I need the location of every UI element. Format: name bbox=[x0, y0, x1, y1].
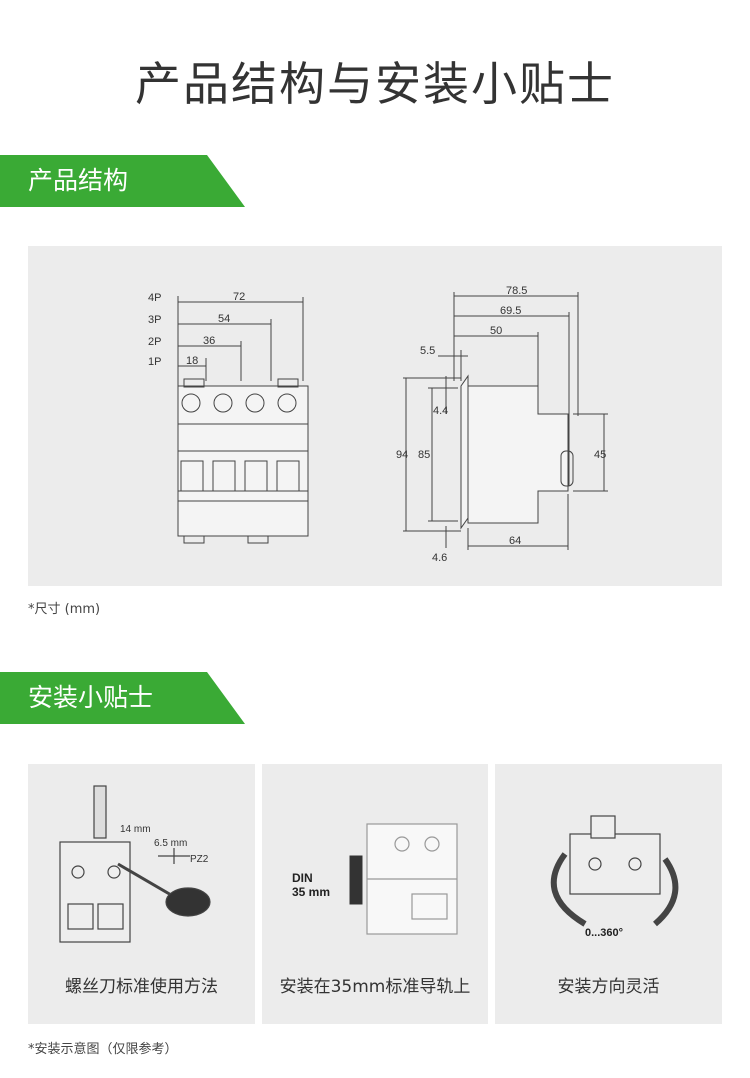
tip1-caption: 螺丝刀标准使用方法 bbox=[65, 977, 218, 997]
rotation-illustration: 0...360° bbox=[550, 815, 679, 939]
screwdriver-illustration: 14 mm 6.5 mm PZ2 bbox=[59, 785, 211, 943]
tip-card-screwdriver: 14 mm 6.5 mm PZ2 螺丝刀标准使用方法 bbox=[28, 764, 255, 1024]
dim-height-94: 94 bbox=[396, 449, 408, 461]
dim-offset-44: 4.4 bbox=[433, 405, 448, 417]
dim-height-85: 85 bbox=[418, 449, 430, 461]
dim-depth-785: 78.5 bbox=[506, 285, 527, 297]
dim-depth-50: 50 bbox=[490, 325, 502, 337]
dim-depth-64: 64 bbox=[509, 535, 521, 547]
tip2-caption: 安装在35mm标准导轨上 bbox=[279, 977, 471, 997]
dim-height-45: 45 bbox=[594, 449, 606, 461]
tip1-label-14mm: 14 mm bbox=[120, 824, 151, 835]
pole-label-4p: 4P bbox=[148, 292, 161, 304]
tip2-label-35mm: 35 mm bbox=[292, 885, 330, 899]
pole-label-1p: 1P bbox=[148, 356, 161, 368]
tip1-label-65mm: 6.5 mm bbox=[154, 838, 187, 849]
pole-label-2p: 2P bbox=[148, 336, 161, 348]
section-banner-install: 安装小贴士 bbox=[0, 672, 245, 724]
tip-card-din-rail: DIN 35 mm 安装在35mm标准导轨上 bbox=[262, 764, 488, 1024]
dimension-note: *尺寸 (mm) bbox=[28, 602, 101, 617]
tip3-caption: 安装方向灵活 bbox=[557, 977, 660, 997]
dimension-drawing: 4P 3P 2P 1P 72 54 36 18 78.5 69.5 50 5.5… bbox=[148, 285, 608, 564]
dim-width-3p: 54 bbox=[218, 313, 230, 325]
dim-width-1p: 18 bbox=[186, 355, 198, 367]
dim-width-4p: 72 bbox=[233, 291, 245, 303]
dim-depth-695: 69.5 bbox=[500, 305, 521, 317]
din-rail-illustration: DIN 35 mm bbox=[292, 823, 458, 935]
tip2-label-din: DIN bbox=[292, 871, 313, 885]
tip-card-rotation: 0...360° 安装方向灵活 bbox=[495, 764, 722, 1024]
pole-label-3p: 3P bbox=[148, 314, 161, 326]
page-title: 产品结构与安装小贴士 bbox=[135, 57, 615, 111]
tip1-label-pz2: PZ2 bbox=[190, 854, 209, 865]
install-note: *安装示意图（仅限参考） bbox=[28, 1042, 178, 1057]
dim-width-2p: 36 bbox=[203, 335, 215, 347]
section-banner-structure: 产品结构 bbox=[0, 155, 245, 207]
dim-offset-46: 4.6 bbox=[432, 552, 447, 564]
tip3-label-rotation: 0...360° bbox=[585, 927, 623, 939]
dimension-drawing-panel: 4P 3P 2P 1P 72 54 36 18 78.5 69.5 50 5.5… bbox=[28, 246, 722, 586]
dim-offset-55: 5.5 bbox=[420, 345, 435, 357]
